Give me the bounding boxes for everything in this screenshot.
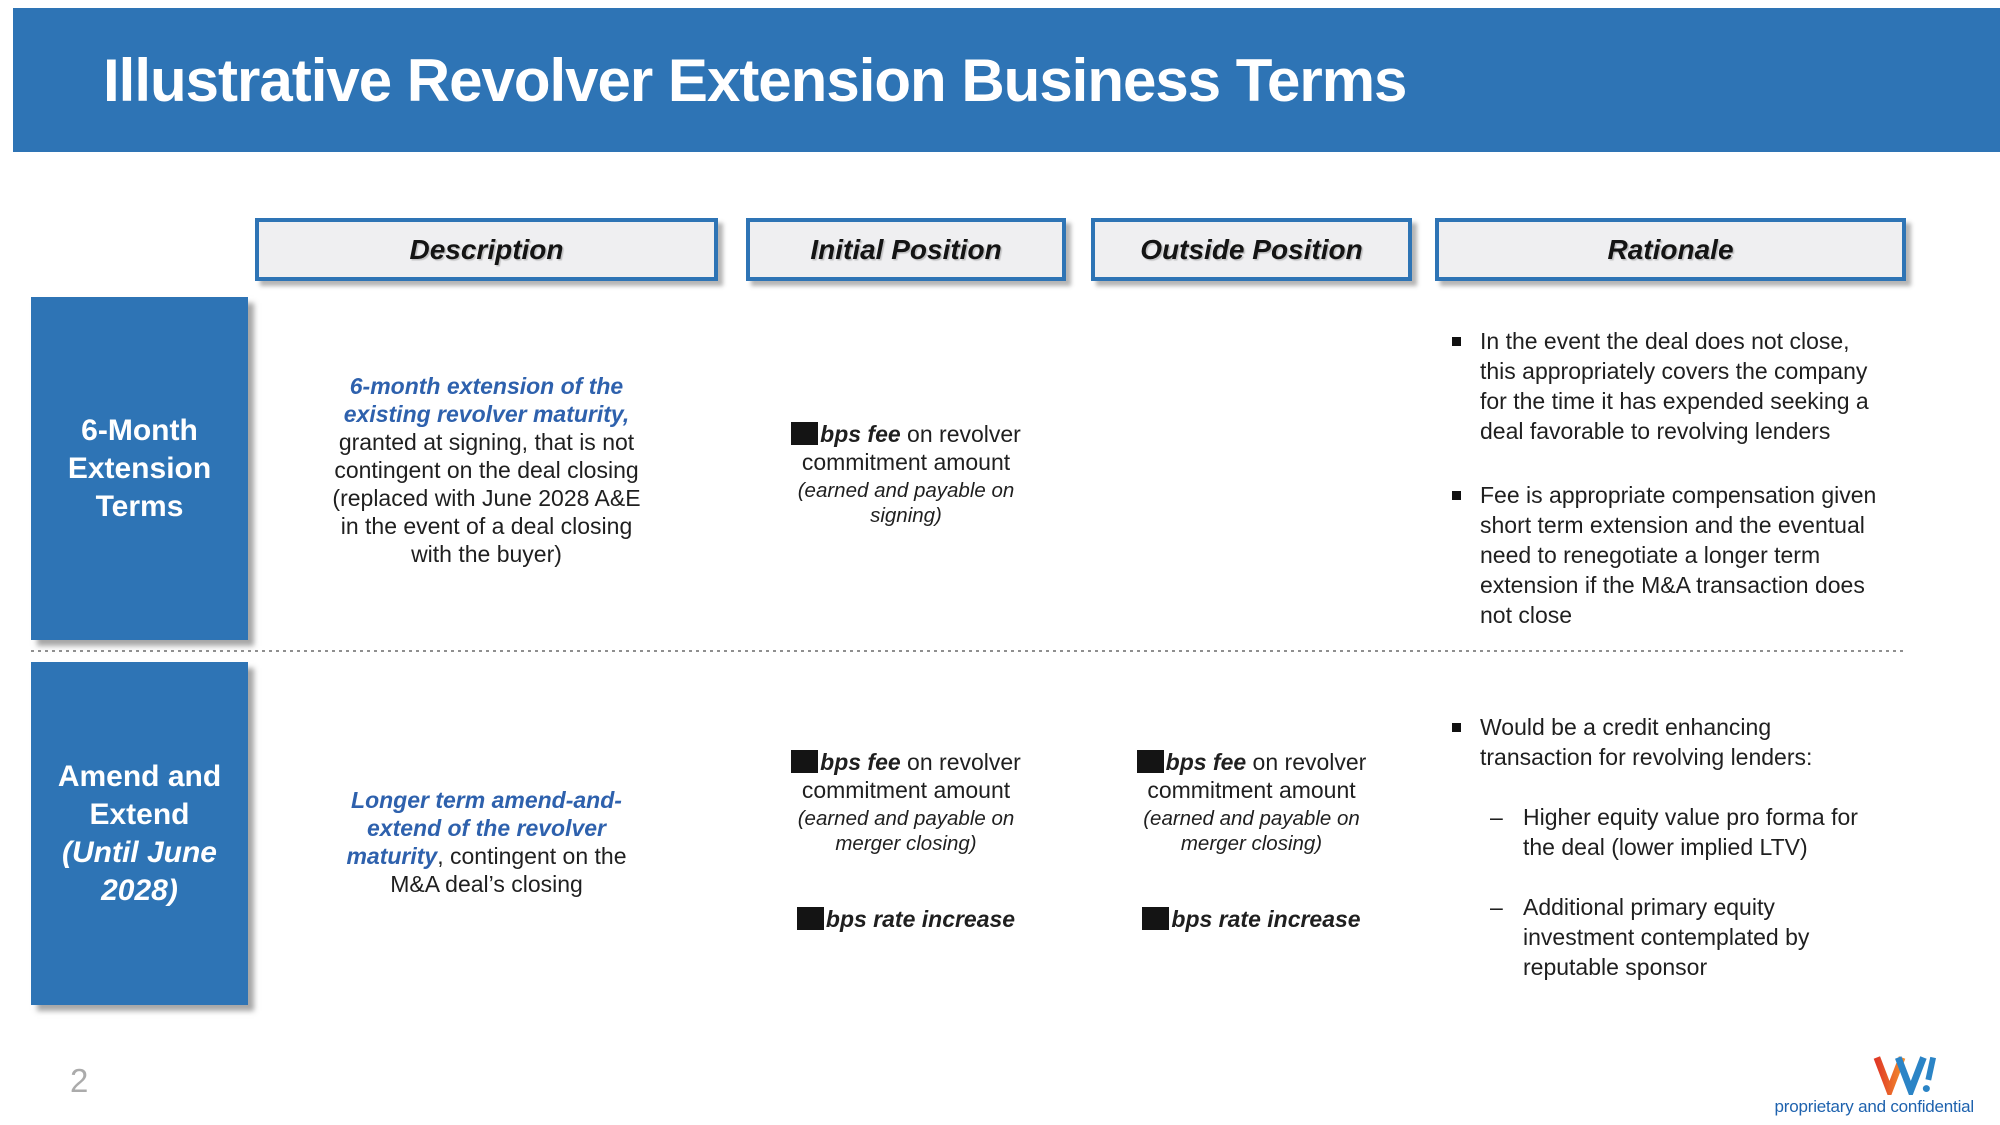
row-label-amend-and-extend: Amend and Extend (Until June 2028) (31, 662, 248, 1005)
fee-plain-text: on revolver commitment amount (801, 749, 1021, 803)
row-divider-dashed-line (31, 650, 1905, 652)
column-header-label: Rationale (1607, 233, 1734, 265)
bullet-text: In the event the deal does not close, th… (1480, 328, 1869, 444)
rate-line: bps rate increase (746, 905, 1066, 933)
column-header-initial-position: Initial Position (746, 218, 1066, 281)
page-number: 2 (70, 1062, 89, 1099)
column-header-description: Description (255, 218, 718, 281)
fee-bold-text: bps fee (820, 749, 901, 775)
cell-row1-initial-position: bps fee on revolver commitment amount (e… (746, 420, 1066, 528)
dash-bullet-icon: – (1490, 804, 1503, 830)
bullet-square-icon (1452, 723, 1461, 732)
dash-bullet-icon: – (1490, 894, 1503, 920)
bullet-text: Fee is appropriate compensation given sh… (1480, 482, 1877, 628)
cell-row2-outside-position-fee: bps fee on revolver commitment amount (e… (1091, 748, 1412, 856)
fee-plain-text: on revolver commitment amount (801, 421, 1021, 475)
rationale-sub-bullet-item: – Higher equity value pro forma for the … (1443, 802, 1905, 862)
rationale-bullet-item: In the event the deal does not close, th… (1443, 326, 1905, 446)
rate-text: bps rate increase (825, 906, 1016, 932)
rationale-sub-bullet-item: – Additional primary equity investment c… (1443, 892, 1905, 982)
fee-note-text: (earned and payable on merger closing) (797, 807, 1015, 855)
cell-row2-description: Longer term amend-and- extend of the rev… (255, 786, 718, 898)
row-label-text: Amend and Extend (57, 759, 222, 831)
row-label-text: 6-Month Extension Terms (67, 413, 212, 523)
fee-bold-text: bps fee (1165, 749, 1247, 775)
fee-line: bps fee on revolver commitment amount (746, 420, 1066, 476)
rationale-bullet-item: Would be a credit enhancing transaction … (1443, 712, 1905, 772)
row-label-6-month-extension-terms: 6-Month Extension Terms (31, 297, 248, 640)
fee-line: bps fee on revolver commitment amount (1091, 748, 1412, 804)
page-title: Illustrative Revolver Extension Business… (103, 46, 1407, 114)
rate-line: bps rate increase (1091, 905, 1412, 933)
fee-plain-text: on revolver commitment amount (1147, 749, 1367, 803)
bullet-text: Would be a credit enhancing transaction … (1480, 714, 1813, 770)
fee-bold-text: bps fee (820, 421, 901, 447)
cell-row2-initial-position-fee: bps fee on revolver commitment amount (e… (746, 748, 1066, 856)
redacted-bps-value (1136, 750, 1164, 773)
cell-row2-rationale: Would be a credit enhancing transaction … (1443, 712, 1905, 982)
description-body-text: granted at signing, that is not continge… (332, 429, 641, 567)
description-body-text: , contingent on the M&A deal’s closing (390, 843, 627, 897)
sub-bullet-text: Higher equity value pro forma for the de… (1523, 804, 1858, 860)
description-highlight-text: Longer term amend-and- extend of the rev… (346, 787, 622, 869)
column-header-label: Description (409, 233, 564, 265)
bullet-square-icon (1452, 337, 1461, 346)
company-logo-w-icon (1873, 1056, 1936, 1095)
redacted-bps-value (796, 907, 824, 930)
column-header-label: Initial Position (810, 233, 1002, 265)
confidentiality-label: proprietary and confidential (1774, 1097, 1975, 1116)
column-header-outside-position: Outside Position (1091, 218, 1412, 281)
cell-row1-description: 6-month extension of the existing revolv… (255, 372, 718, 568)
bullet-square-icon (1452, 491, 1461, 500)
cell-row2-initial-position-rate: bps rate increase (746, 905, 1066, 933)
footer-branding: proprietary and confidential (1775, 1053, 1974, 1117)
cell-row2-outside-position-rate: bps rate increase (1091, 905, 1412, 933)
fee-note-text: (earned and payable on signing) (797, 479, 1015, 527)
cell-row1-rationale: In the event the deal does not close, th… (1443, 326, 1905, 630)
rate-text: bps rate increase (1171, 906, 1361, 932)
sub-bullet-text: Additional primary equity investment con… (1523, 894, 1810, 980)
fee-line: bps fee on revolver commitment amount (746, 748, 1066, 804)
fee-note-text: (earned and payable on merger closing) (1143, 807, 1360, 855)
column-header-rationale: Rationale (1435, 218, 1906, 281)
title-banner: Illustrative Revolver Extension Business… (13, 8, 2000, 152)
column-header-label: Outside Position (1140, 233, 1363, 265)
row-label-subtext: (Until June 2028) (62, 835, 217, 907)
redacted-bps-value (791, 422, 819, 445)
redacted-bps-value (791, 750, 819, 773)
redacted-bps-value (1142, 907, 1170, 930)
rationale-bullet-item: Fee is appropriate compensation given sh… (1443, 480, 1905, 630)
description-highlight-text: 6-month extension of the existing revolv… (343, 373, 630, 427)
